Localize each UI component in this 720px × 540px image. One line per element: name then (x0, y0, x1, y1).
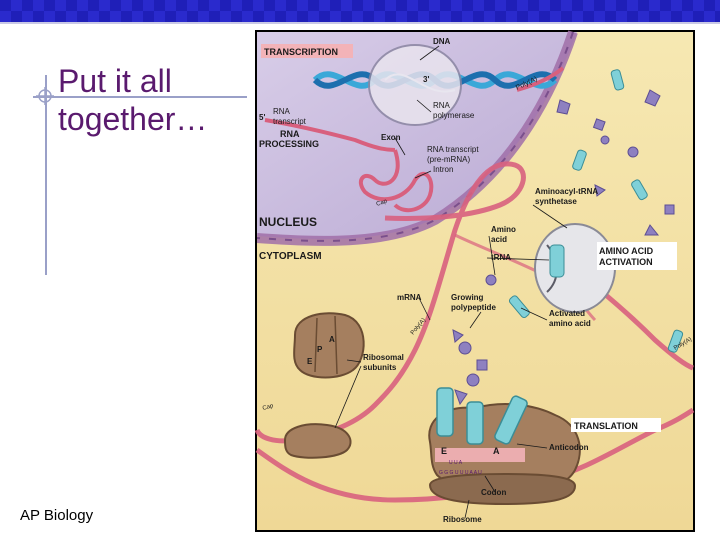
synthetase-label-2: synthetase (535, 197, 577, 206)
free-trnas (508, 69, 684, 353)
amino-acid-activation-label-2: ACTIVATION (599, 257, 653, 267)
rna-polymerase (368, 44, 462, 126)
three-prime-label: 3' (423, 75, 429, 84)
cap-top-label: Cap (376, 198, 389, 208)
activated-amino-acid-label-1: Activated (549, 309, 585, 318)
site-p-small-label: P (317, 345, 323, 354)
vertical-rule (45, 75, 47, 275)
leader-lines (334, 45, 568, 519)
pre-mrna-label-1: RNA transcript (427, 145, 479, 154)
nucleus-label: NUCLEUS (259, 215, 317, 229)
free-amino-acids (485, 89, 675, 286)
slide-title: Put it all together… (58, 62, 258, 138)
cap-bottom-label: Cap (262, 403, 275, 412)
translation-label: TRANSLATION (574, 421, 638, 431)
horizontal-rule (33, 96, 247, 98)
ribosome-trnas (436, 387, 528, 445)
ribosomal-subunit-small (283, 423, 352, 459)
diagram-left-edge (255, 32, 257, 530)
svg-text:U U A: U U A (449, 460, 463, 466)
activated-amino-acid-label-2: amino acid (549, 319, 591, 328)
rna-polymerase-label-2: polymerase (433, 111, 475, 120)
transcription-label: TRANSCRIPTION (264, 47, 338, 57)
site-a-label: A (493, 446, 500, 456)
amino-acid-activation-tag (597, 242, 677, 270)
cytoplasm-label: CYTOPLASM (259, 251, 322, 262)
growing-polypeptide-label-1: Growing (451, 293, 484, 302)
rna-processing-label-1: RNA (280, 129, 300, 139)
exon-label: Exon (381, 133, 401, 142)
translation-tag (571, 418, 661, 432)
trna-label: tRNA (491, 253, 511, 262)
amino-acid-label-1: Amino (491, 225, 516, 234)
pre-mrna-label-2: (pre-mRNA) (427, 155, 470, 164)
rna-polymerase-label-1: RNA (433, 101, 451, 110)
dna-label: DNA (433, 37, 451, 46)
svg-text:G G G U U U A A U: G G G U U U A A U (439, 470, 482, 476)
pre-mrna-strand (264, 118, 434, 213)
site-e-small-label: E (307, 357, 313, 366)
anticodon-label: Anticodon (549, 443, 589, 452)
footer-course: AP Biology (20, 507, 94, 524)
title-line-1: Put it all (58, 63, 172, 99)
intron-label: Intron (433, 165, 453, 174)
rna-transcript-label-2: transcript (273, 117, 307, 126)
transcription-tag (261, 44, 353, 58)
ribosomal-subunit-large (293, 312, 365, 379)
codon-bases: G G G U U U A A U U U A (439, 460, 482, 476)
trna-on-synthetase (549, 244, 565, 278)
growing-polypeptide-label-2: polypeptide (451, 303, 496, 312)
gene-expression-diagram: TRANSCRIPTION (255, 30, 695, 532)
ribosomal-subunits-label-2: subunits (363, 363, 397, 372)
ribosomal-subunits-label-1: Ribosomal (363, 353, 404, 362)
ribosome-label: Ribosome (443, 515, 482, 524)
mrna-label: mRNA (397, 293, 422, 302)
amino-acid-label-2: acid (491, 235, 507, 244)
nuclear-envelope-inner (256, 31, 574, 242)
poly-a-tail-top (516, 66, 565, 92)
crosshair-icon (36, 87, 54, 105)
site-a-small-label: A (329, 335, 335, 344)
rna-transcript-label-1: RNA (273, 107, 291, 116)
title-band (0, 0, 720, 22)
band-pattern (0, 0, 720, 22)
band-rule (0, 22, 720, 24)
rna-processing-label-2: PROCESSING (259, 139, 319, 149)
site-e-label: E (441, 446, 447, 456)
amino-acid-activation-label-1: AMINO ACID (599, 246, 654, 256)
synthetase-label-1: Aminoacyl-tRNA (535, 187, 598, 196)
five-prime-label: 5' (259, 113, 265, 122)
codon-label: Codon (481, 488, 506, 497)
title-line-2: together… (58, 101, 208, 137)
